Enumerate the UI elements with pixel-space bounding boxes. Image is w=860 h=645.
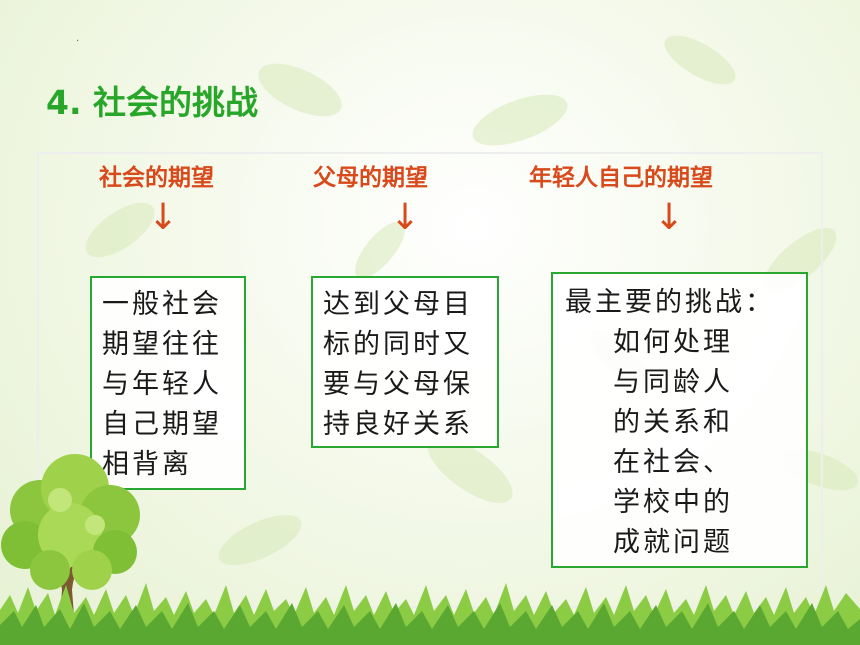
box-line: 在社会、 [613, 447, 733, 478]
down-arrow-icon: ↓ [654, 197, 685, 238]
box-line: 达到父母目 [323, 289, 473, 320]
society-expectation-box: 一般社会 期望往往 与年轻人 自己期望 相背离 [90, 276, 246, 490]
box-line: 如何处理 [613, 327, 733, 358]
slide-title: 4. 社会的挑战 [46, 83, 258, 122]
box-line: 相背离 [102, 449, 192, 480]
box-line: 自己期望 [102, 409, 222, 440]
box-line: 的关系和 [613, 407, 733, 438]
box-line: 与年轻人 [102, 369, 222, 400]
down-arrow-icon: ↓ [148, 197, 179, 238]
box-line: 成就问题 [613, 527, 733, 558]
down-arrow-icon: ↓ [390, 197, 421, 238]
heading-youth: 年轻人自己的期望 [529, 165, 713, 191]
small-dot: . [76, 33, 80, 44]
box-line: 一般社会 [102, 289, 222, 320]
heading-society: 社会的期望 [99, 165, 214, 191]
grass-icon [0, 583, 860, 645]
box-line: 要与父母保 [323, 369, 473, 400]
box-line: 期望往往 [102, 329, 222, 360]
box-line: 与同龄人 [613, 367, 733, 398]
parents-expectation-box: 达到父母目 标的同时又 要与父母保 持良好关系 [311, 276, 499, 448]
heading-parents: 父母的期望 [313, 165, 428, 191]
box-line: 标的同时又 [323, 329, 473, 360]
tree-icon [1, 454, 140, 640]
box-line: 学校中的 [613, 487, 733, 518]
box-line: 持良好关系 [323, 409, 473, 440]
box-line: 最主要的挑战： [565, 287, 775, 318]
youth-expectation-box: 最主要的挑战： 如何处理 与同龄人 的关系和 在社会、 学校中的 成就问题 [551, 272, 808, 568]
